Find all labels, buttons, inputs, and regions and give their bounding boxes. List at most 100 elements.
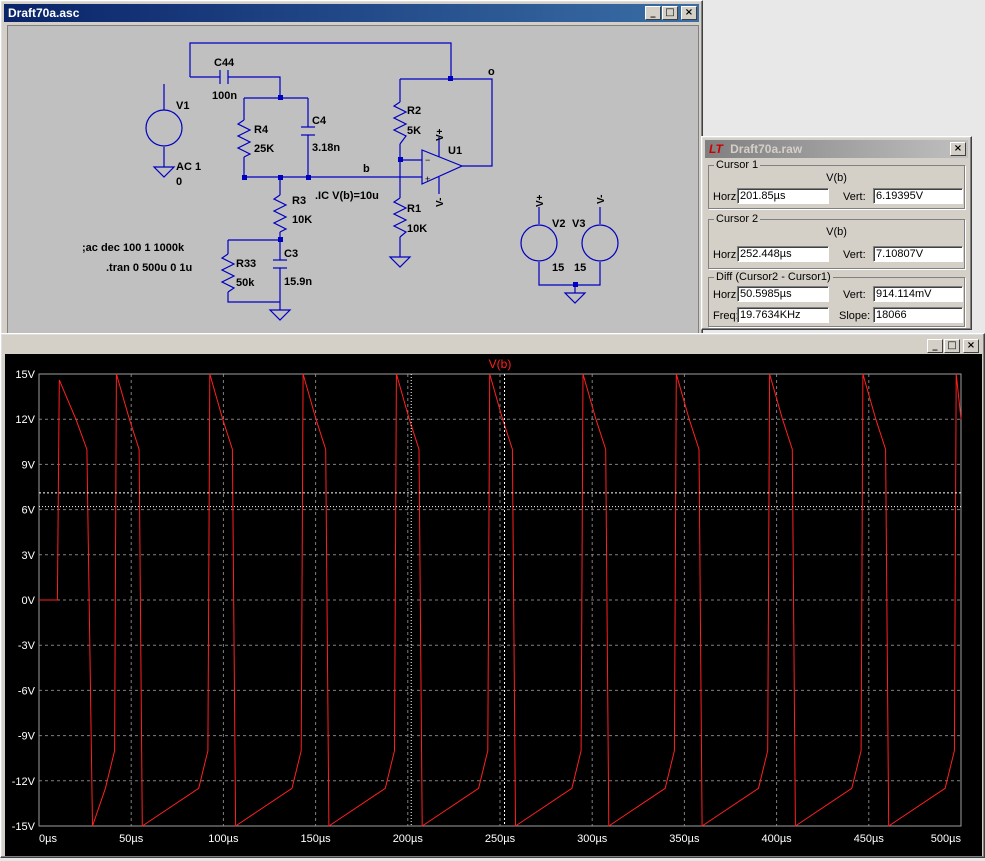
cursor-window[interactable]: LT Draft70a.raw × Cursor 1 V(b) Horz: 20… — [701, 136, 972, 330]
cursor-close-button[interactable]: × — [950, 142, 966, 156]
diff-group: Diff (Cursor2 - Cursor1) Horz: 50.5985µs… — [708, 271, 965, 327]
y-tick-label: 0V — [22, 595, 36, 607]
svg-text:R2: R2 — [407, 105, 421, 117]
diff-freq-field[interactable]: 19.7634KHz — [737, 307, 829, 323]
svg-text:0: 0 — [176, 176, 182, 188]
plot-titlebar[interactable]: _ □ × — [4, 337, 981, 353]
schematic-title: Draft70a.asc — [8, 6, 80, 20]
plot-minimize-button[interactable]: _ — [927, 339, 943, 353]
svg-text:R1: R1 — [407, 203, 421, 215]
x-tick-label: 100µs — [208, 833, 239, 845]
diff-vert-label: Vert: — [843, 289, 866, 301]
cursor2-horz-label: Horz: — [713, 249, 740, 261]
y-tick-label: -3V — [18, 640, 36, 652]
schematic-window[interactable]: Draft70a.asc _ □ × — [0, 0, 703, 352]
svg-text:10K: 10K — [407, 223, 427, 235]
svg-text:−: − — [425, 155, 430, 165]
cursor1-horz-label: Horz: — [713, 191, 740, 203]
cursor2-group: Cursor 2 V(b) Horz: 252.448µs Vert: 7.10… — [708, 213, 965, 269]
y-tick-label: 6V — [22, 505, 36, 517]
cursor2-vert-label: Vert: — [843, 249, 866, 261]
svg-text:V+: V+ — [535, 194, 546, 207]
svg-text:100n: 100n — [212, 90, 237, 102]
diff-label: Diff (Cursor2 - Cursor1) — [714, 271, 833, 283]
svg-text:+: + — [425, 174, 430, 184]
schematic-labels: C44 100n V1 AC 1 0 R4 25K C4 3.18n R2 5K… — [82, 57, 586, 289]
svg-text:C3: C3 — [284, 248, 298, 260]
ltspice-logo-icon: LT — [709, 142, 723, 156]
y-tick-label: 3V — [22, 550, 36, 562]
svg-text:b: b — [363, 163, 370, 175]
x-tick-label: 300µs — [577, 833, 608, 845]
diff-horz-field[interactable]: 50.5985µs — [737, 286, 829, 302]
svg-text:R4: R4 — [254, 124, 269, 136]
svg-text:5K: 5K — [407, 125, 421, 137]
svg-text:.IC V(b)=10u: .IC V(b)=10u — [315, 190, 379, 202]
x-tick-label: 450µs — [854, 833, 885, 845]
cursor2-vert-field[interactable]: 7.10807V — [873, 246, 963, 262]
svg-text:R33: R33 — [236, 258, 256, 270]
x-tick-label: 200µs — [393, 833, 424, 845]
plot-area[interactable]: 0µs 50µs 100µs 150µs 200µs 250µs 300µs 350µs 400… — [5, 354, 982, 856]
svg-text:AC 1: AC 1 — [176, 161, 201, 173]
svg-text:25K: 25K — [254, 143, 274, 155]
opamp-pin-signs: −+ — [425, 155, 430, 184]
x-tick-label: 350µs — [669, 833, 700, 845]
x-tick-label: 250µs — [485, 833, 516, 845]
schematic-wires — [145, 42, 619, 321]
x-tick-label: 50µs — [119, 833, 144, 845]
trace-vb-line — [39, 373, 962, 827]
y-tick-label: 12V — [15, 414, 35, 426]
svg-text:C4: C4 — [312, 115, 327, 127]
svg-text:V3: V3 — [572, 218, 585, 230]
x-tick-label: 0µs — [39, 833, 57, 845]
cursor1-trace: V(b) — [826, 172, 847, 184]
cursor2-horz-field[interactable]: 252.448µs — [737, 246, 829, 262]
cursor-window-title: Draft70a.raw — [730, 142, 803, 156]
trace-legend: V(b) — [489, 357, 512, 371]
minimize-button[interactable]: _ — [645, 6, 661, 20]
x-tick-label: 150µs — [300, 833, 331, 845]
waveform-chart[interactable]: 0µs 50µs 100µs 150µs 200µs 250µs 300µs 350µs 400… — [5, 354, 982, 856]
diff-slope-field[interactable]: 18066 — [873, 307, 963, 323]
diff-freq-label: Freq: — [713, 310, 739, 322]
svg-text:15.9n: 15.9n — [284, 276, 312, 288]
x-tick-label: 500µs — [931, 833, 962, 845]
svg-text:R3: R3 — [292, 195, 306, 207]
schematic-titlebar[interactable]: Draft70a.asc _ □ × — [4, 4, 699, 22]
cursor1-vert-label: Vert: — [843, 191, 866, 203]
svg-text:V2: V2 — [552, 218, 565, 230]
cursor1-vert-field[interactable]: 6.19395V — [873, 188, 963, 204]
diff-slope-label: Slope: — [839, 310, 871, 322]
svg-text:V1: V1 — [176, 100, 189, 112]
y-tick-label: 15V — [15, 369, 35, 381]
y-tick-label: 9V — [22, 459, 36, 471]
cursor-titlebar[interactable]: LT Draft70a.raw × — [705, 140, 968, 158]
schematic-drawing[interactable]: C44 100n V1 AC 1 0 R4 25K C4 3.18n R2 5K… — [8, 26, 698, 346]
maximize-button[interactable]: □ — [662, 6, 678, 20]
cursor2-label: Cursor 2 — [714, 213, 761, 225]
plot-maximize-button[interactable]: □ — [944, 339, 960, 353]
svg-text:U1: U1 — [448, 145, 462, 157]
x-tick-label: 400µs — [761, 833, 792, 845]
y-tick-label: -12V — [12, 776, 36, 788]
y-tick-label: -6V — [18, 685, 36, 697]
plot-window[interactable]: _ □ × 0µs 50µs 100µs 150µs 200µs 250µs 300µs 35… — [0, 333, 985, 858]
diff-vert-field[interactable]: 914.114mV — [873, 286, 963, 302]
cursor1-horz-field[interactable]: 201.85µs — [737, 188, 829, 204]
schematic-canvas[interactable]: C44 100n V1 AC 1 0 R4 25K C4 3.18n R2 5K… — [7, 25, 699, 347]
svg-text:;ac dec 100 1 1000k: ;ac dec 100 1 1000k — [82, 242, 185, 254]
svg-text:o: o — [488, 66, 495, 78]
svg-text:15: 15 — [574, 262, 586, 274]
plot-close-button[interactable]: × — [963, 339, 979, 353]
svg-text:C44: C44 — [214, 57, 235, 69]
cursor1-group: Cursor 1 V(b) Horz: 201.85µs Vert: 6.193… — [708, 159, 965, 209]
svg-text:V-: V- — [435, 198, 446, 207]
close-button[interactable]: × — [681, 6, 697, 20]
svg-text:V-: V- — [596, 195, 607, 204]
cursor2-trace: V(b) — [826, 226, 847, 238]
supply-pin-labels: V+ V- V+ V- — [435, 128, 607, 207]
schematic-junctions — [242, 76, 578, 287]
diff-horz-label: Horz: — [713, 289, 740, 301]
svg-text:.tran 0 500u 0 1u: .tran 0 500u 0 1u — [106, 262, 192, 274]
